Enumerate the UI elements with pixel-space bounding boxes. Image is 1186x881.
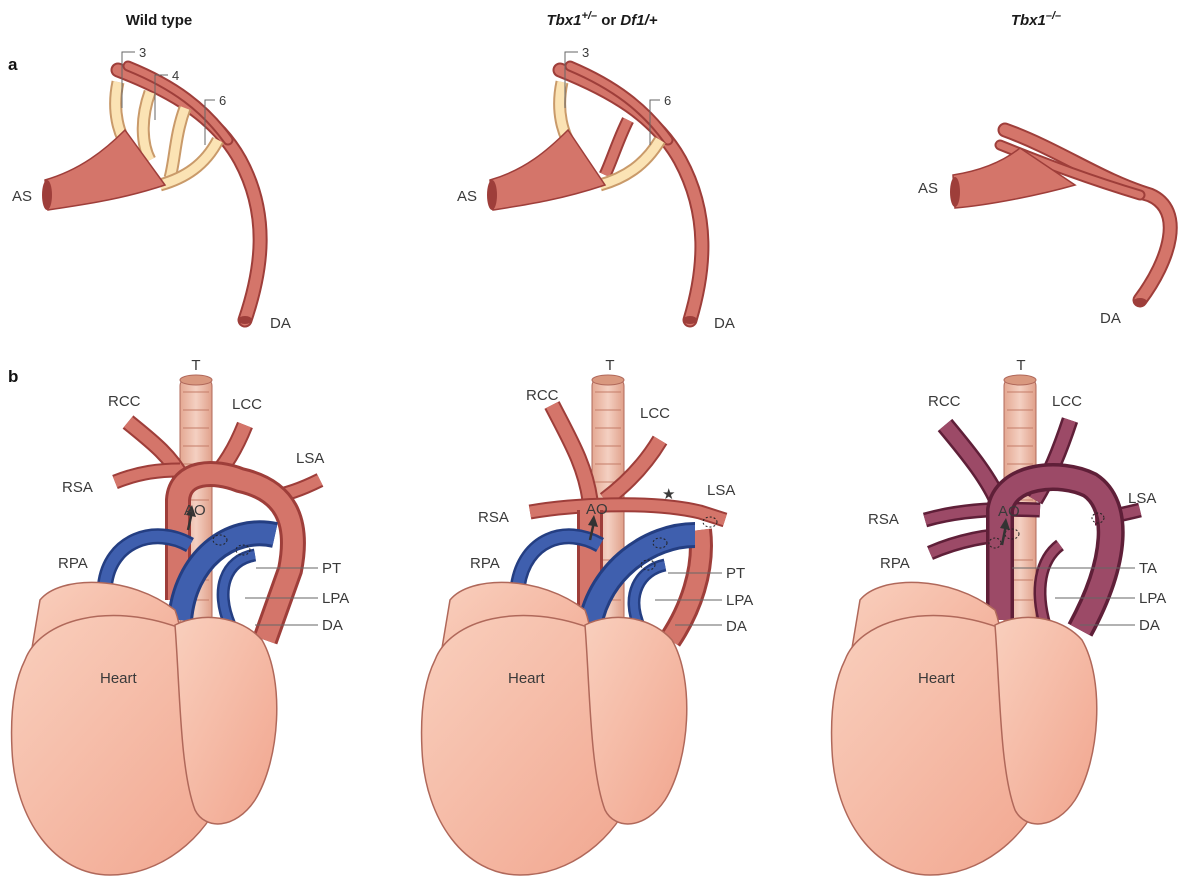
label-rpa-null: RPA	[880, 555, 910, 572]
label-ta-null: TA	[1139, 560, 1157, 577]
label-lsa-het: LSA	[707, 482, 735, 499]
label-rcc-wt: RCC	[108, 393, 141, 410]
label-t-wt: T	[191, 357, 200, 374]
label-ao-wt: AO	[184, 502, 206, 519]
label-as-het: AS	[457, 188, 477, 205]
het-tail: /+	[644, 12, 658, 29]
label-pt-het: PT	[726, 565, 745, 582]
panel-label-a: a	[8, 55, 18, 74]
label-da-b-het: DA	[726, 618, 747, 635]
label-rsa-wt: RSA	[62, 479, 93, 496]
label-heart-het: Heart	[508, 670, 546, 687]
het-sup1: +/–	[581, 10, 597, 22]
label-da-b-null: DA	[1139, 617, 1160, 634]
panel-label-b: b	[8, 367, 18, 386]
label-lcc-wt: LCC	[232, 396, 262, 413]
heart-diagram-wild-type	[12, 375, 320, 875]
label-arch-6-wt: 6	[219, 93, 226, 108]
label-pt-wt: PT	[322, 560, 341, 577]
arch-diagram-null	[950, 130, 1170, 306]
label-lcc-het: LCC	[640, 405, 670, 422]
label-lcc-null: LCC	[1052, 393, 1082, 410]
het-or: or	[597, 12, 620, 29]
label-heart-null: Heart	[918, 670, 956, 687]
heart-diagram-het	[422, 375, 725, 875]
label-arch-4-wt: 4	[172, 68, 179, 83]
heading-heterozygous: Tbx1+/– or Df1/+	[546, 10, 657, 29]
label-lsa-null: LSA	[1128, 490, 1156, 507]
label-da-a-wt: DA	[270, 315, 291, 332]
heading-null: Tbx1–/–	[1011, 10, 1061, 29]
label-da-a-het: DA	[714, 315, 735, 332]
label-ao-null: AO	[998, 503, 1020, 520]
label-ao-het: AO	[586, 501, 608, 518]
label-heart-wt: Heart	[100, 670, 138, 687]
het-gene1: Tbx1	[546, 12, 581, 29]
label-rpa-wt: RPA	[58, 555, 88, 572]
label-arch-6-het: 6	[664, 93, 671, 108]
label-as-null: AS	[918, 180, 938, 197]
label-rcc-null: RCC	[928, 393, 961, 410]
arch-diagram-wild-type	[42, 52, 260, 324]
label-da-b-wt: DA	[322, 617, 343, 634]
label-da-a-null: DA	[1100, 310, 1121, 327]
label-lpa-wt: LPA	[322, 590, 349, 607]
het-gene2: Df1	[620, 12, 644, 29]
label-lsa-wt: LSA	[296, 450, 324, 467]
label-as-wt: AS	[12, 188, 32, 205]
label-t-het: T	[605, 357, 614, 374]
label-arch-3-wt: 3	[139, 45, 146, 60]
null-sup: –/–	[1046, 10, 1061, 22]
label-rsa-null: RSA	[868, 511, 899, 528]
null-gene: Tbx1	[1011, 12, 1046, 29]
heart-diagram-null	[832, 375, 1140, 875]
heading-wild-type: Wild type	[126, 12, 193, 29]
label-arch-3-het: 3	[582, 45, 589, 60]
label-t-null: T	[1016, 357, 1025, 374]
label-lpa-het: LPA	[726, 592, 753, 609]
asterisk-marker: ★	[662, 486, 675, 503]
label-lpa-null: LPA	[1139, 590, 1166, 607]
label-rcc-het: RCC	[526, 387, 559, 404]
label-rpa-het: RPA	[470, 555, 500, 572]
column-headings: Wild type Tbx1+/– or Df1/+ Tbx1–/–	[126, 10, 1061, 29]
label-rsa-het: RSA	[478, 509, 509, 526]
